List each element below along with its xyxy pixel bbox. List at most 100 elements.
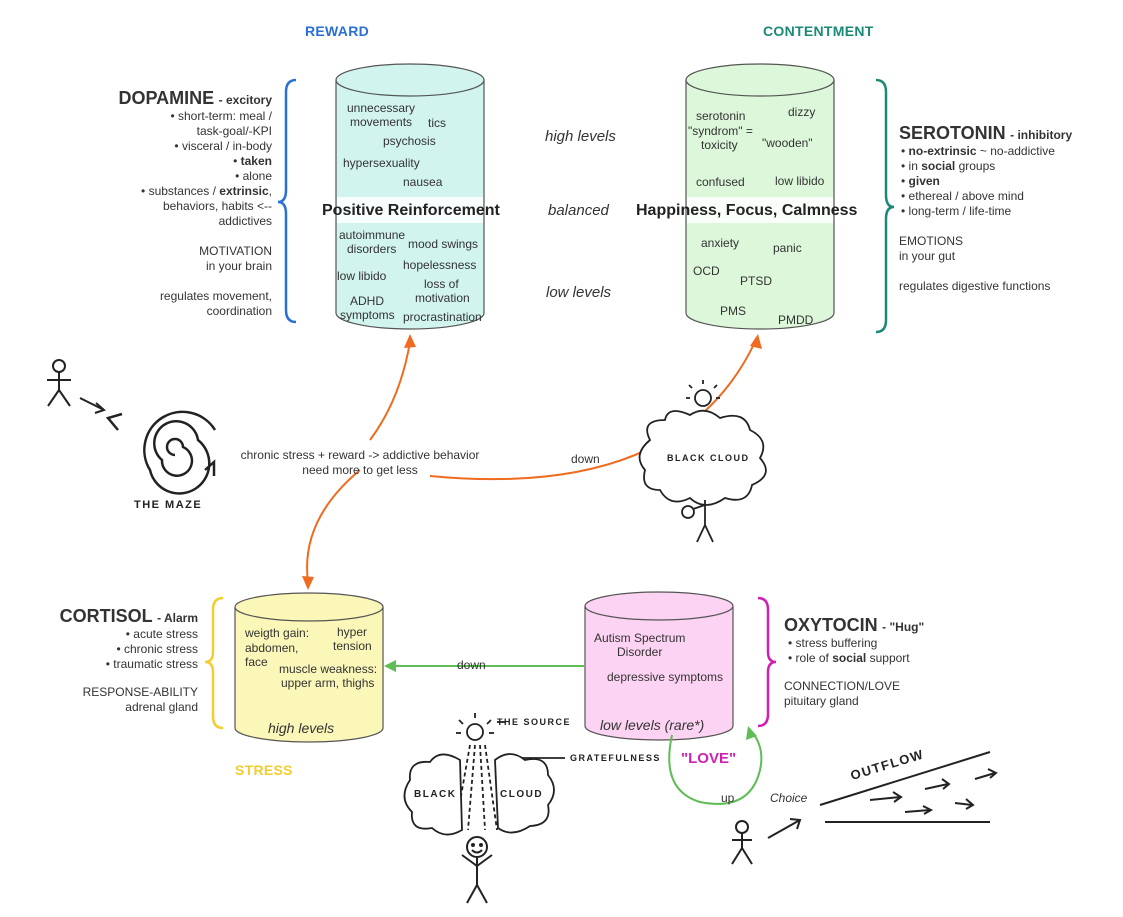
reward-heading: REWARD: [305, 23, 370, 39]
dopamine-line: task-goal/-KPI: [196, 124, 272, 138]
dopamine-regulates-sub: coordination: [206, 304, 272, 318]
serotonin-line: • ethereal / above mind: [901, 189, 1024, 203]
serotonin-title: SEROTONIN: [899, 123, 1006, 143]
cortisol-panel: CORTISOL - Alarm • acute stress • chroni…: [20, 606, 198, 715]
oxytocin-line: • stress buffering: [788, 636, 878, 650]
cortisol-cylinder: [234, 592, 384, 743]
dopamine-line: addictives: [218, 214, 272, 228]
dopamine-symptom: disorders: [347, 242, 397, 256]
dopamine-symptom: low libido: [337, 269, 387, 283]
level-high: high levels: [545, 128, 616, 145]
cortisol-symptom: face: [245, 655, 268, 669]
dopamine-symptom: motivation: [415, 291, 470, 305]
cortisol-response: RESPONSE-ABILITY: [82, 685, 198, 699]
arrow-to-dopamine: [369, 341, 411, 441]
dopamine-symptom: unnecessary: [347, 101, 416, 115]
dopamine-panel: DOPAMINE - excitory • short-term: meal /…: [60, 88, 272, 319]
cortisol-symptom: weigth gain:: [245, 626, 310, 640]
dopamine-substances: • substances / extrinsic,: [141, 184, 272, 198]
oxytocin-title: OXYTOCIN: [784, 615, 878, 635]
dopamine-line: behaviors, habits <--: [162, 199, 272, 213]
serotonin-line: • long-term / life-time: [901, 204, 1012, 218]
dopamine-motivation-sub: in your brain: [205, 259, 272, 273]
dopamine-symptom: movements: [350, 115, 413, 129]
dopamine-symptom: mood swings: [408, 237, 479, 251]
serotonin-symptom: serotonin: [696, 109, 746, 123]
outflow-icon: [819, 751, 998, 823]
dopamine-symptom: hypersexuality: [343, 156, 420, 170]
dopamine-symptom: autoimmune: [339, 228, 406, 242]
cloud-label: CLOUD: [500, 789, 544, 800]
choice-label: Choice: [770, 791, 808, 805]
dopamine-symptom: symptoms: [340, 308, 395, 322]
serotonin-line: • given: [901, 174, 940, 188]
down-label: down: [571, 452, 600, 466]
serotonin-line: • in social groups: [901, 159, 996, 173]
cortisol-line: • chronic stress: [116, 642, 198, 656]
cortisol-symptom: hyper: [337, 625, 368, 639]
dopamine-regulates: regulates movement,: [159, 289, 272, 303]
arrow-love-up: [668, 731, 763, 805]
cortisol-line: • acute stress: [125, 627, 198, 641]
chronic-stress-sub: need more to get less: [302, 463, 418, 477]
serotonin-symptom: "syndrom" =: [688, 124, 753, 138]
dopamine-symptom: hopelessness: [403, 258, 477, 272]
serotonin-symptom: panic: [773, 241, 802, 255]
serotonin-symptom: PTSD: [740, 274, 773, 288]
dopamine-balanced-label: Positive Reinforcement: [322, 202, 500, 219]
stress-heading: STRESS: [235, 762, 293, 778]
level-low: low levels: [546, 284, 612, 301]
serotonin-type: - inhibitory: [1010, 128, 1073, 142]
serotonin-bracket: [875, 78, 895, 334]
oxytocin-panel: OXYTOCIN - "Hug" • stress buffering • ro…: [784, 615, 984, 709]
cortisol-gland: adrenal gland: [125, 700, 198, 714]
dopamine-motivation: MOTIVATION: [199, 244, 272, 258]
dopamine-cylinder: [335, 63, 485, 330]
dopamine-symptom: tics: [428, 116, 446, 130]
serotonin-symptom: dizzy: [788, 105, 816, 119]
oxytocin-symptom: Disorder: [617, 645, 663, 659]
oxytocin-gland: pituitary gland: [784, 694, 859, 708]
arrow-to-cortisol: [306, 469, 361, 583]
dopamine-symptom: psychosis: [383, 134, 436, 148]
dopamine-alone: • alone: [235, 169, 272, 183]
serotonin-symptom: anxiety: [701, 236, 740, 250]
choice-person-icon: [731, 818, 802, 865]
level-balanced: balanced: [548, 202, 609, 219]
serotonin-balanced-label: Happiness, Focus, Calmness: [636, 202, 858, 219]
dopamine-symptom: procrastination: [403, 310, 482, 324]
serotonin-emotions: EMOTIONS: [899, 234, 964, 248]
chronic-stress-label: chronic stress + reward -> addictive beh…: [240, 448, 480, 462]
dopamine-symptom: ADHD: [350, 294, 385, 308]
cortisol-line: • traumatic stress: [105, 657, 198, 671]
cortisol-type: - Alarm: [157, 611, 198, 625]
cortisol-title: CORTISOL: [59, 606, 153, 626]
cortisol-level: high levels: [268, 720, 335, 736]
dopamine-type: - excitory: [218, 93, 272, 107]
oxytocin-symptom: depressive symptoms: [607, 670, 724, 684]
arrow-to-serotonin: [429, 341, 756, 481]
gratefulness-label: GRATEFULNESS: [570, 753, 661, 763]
dopamine-taken: • taken: [233, 154, 272, 168]
dopamine-title: DOPAMINE: [118, 88, 215, 108]
the-source-label: THE SOURCE: [497, 717, 572, 727]
love-label: "LOVE": [681, 750, 737, 767]
serotonin-symptom: low libido: [775, 174, 825, 188]
oxytocin-symptom: Autism Spectrum: [594, 631, 686, 645]
maze-icon: [105, 410, 217, 495]
serotonin-symptom: PMDD: [778, 313, 814, 327]
black-cloud-label: BLACK CLOUD: [667, 453, 750, 463]
maze-arrow-icon: [79, 397, 106, 414]
oxytocin-level: low levels (rare*): [600, 717, 705, 733]
serotonin-panel: SEROTONIN - inhibitory • no-extrinsic ~ …: [899, 123, 1119, 294]
cortisol-bracket: [204, 596, 224, 730]
serotonin-line: • no-extrinsic ~ no-addictive: [901, 144, 1055, 158]
serotonin-symptom: toxicity: [701, 138, 738, 152]
happy-person-icon: [461, 836, 493, 904]
cortisol-symptom: tension: [333, 639, 372, 653]
serotonin-emotions-sub: in your gut: [899, 249, 956, 263]
cortisol-symptom: upper arm, thighs: [281, 676, 375, 690]
down-label: down: [457, 658, 486, 672]
